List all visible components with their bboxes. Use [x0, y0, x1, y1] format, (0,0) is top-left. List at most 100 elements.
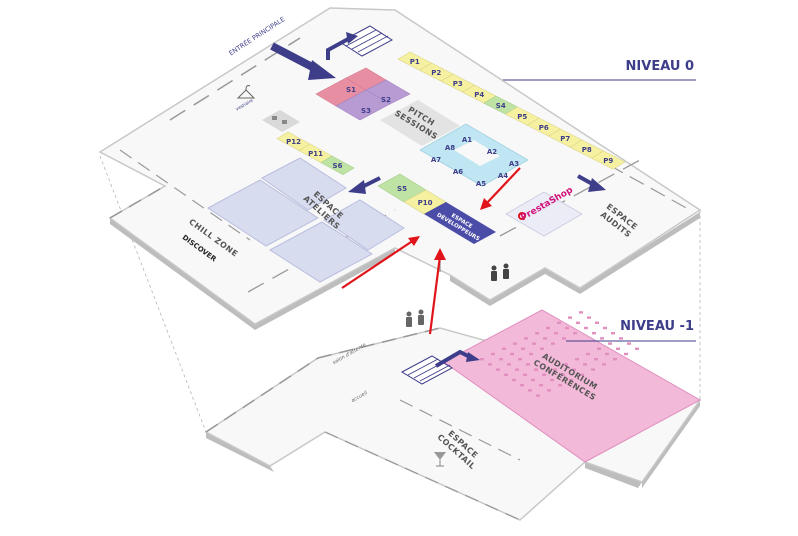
- seat: [594, 358, 598, 361]
- seat: [546, 326, 550, 330]
- seat: [597, 347, 601, 350]
- booth-a1: A1: [462, 136, 472, 144]
- booth-p8: P8: [582, 146, 592, 154]
- red-direction-arrows: [341, 167, 521, 335]
- seat: [513, 342, 517, 345]
- booth-p12: P12: [286, 138, 301, 146]
- seat: [523, 373, 527, 376]
- booth-a6: A6: [453, 168, 463, 176]
- seat: [561, 373, 565, 376]
- seat: [572, 368, 576, 371]
- vestiaire-station: [262, 110, 300, 132]
- seat: [502, 347, 506, 350]
- seat: [488, 363, 492, 366]
- booth-p9: P9: [603, 157, 613, 165]
- seat: [587, 316, 591, 319]
- seat: [515, 368, 519, 371]
- direction-arrows-blue: [348, 174, 606, 194]
- seat: [507, 363, 511, 366]
- seat: [602, 363, 606, 366]
- booth-p6: P6: [539, 124, 549, 132]
- booth-a3: A3: [509, 160, 519, 168]
- seat: [496, 368, 500, 371]
- seat: [568, 316, 572, 319]
- booth-p3: P3: [453, 80, 463, 88]
- seat: [554, 332, 558, 335]
- restroom-lower-icon: [406, 309, 424, 327]
- booth-s5: S5: [397, 185, 407, 193]
- seat: [611, 332, 615, 335]
- seat: [536, 394, 540, 397]
- auditorium-zone: [443, 309, 702, 463]
- booth-a7: A7: [431, 156, 441, 164]
- seat: [562, 337, 566, 340]
- seat: [531, 378, 535, 382]
- seat: [557, 321, 561, 324]
- seat: [616, 347, 620, 350]
- auditorium-seats: [480, 311, 639, 397]
- seat: [543, 337, 547, 340]
- booth-p2: P2: [431, 69, 441, 77]
- booth-p4: P4: [474, 91, 484, 99]
- seat: [584, 326, 588, 330]
- seat: [635, 347, 639, 350]
- seat: [520, 384, 524, 387]
- a-block: A1 A2 A3 A4 A5 A6 A7 A8: [419, 123, 529, 188]
- seat: [579, 311, 583, 314]
- seat: [624, 352, 628, 356]
- sponsor-block: S1 S2 S3: [315, 67, 411, 121]
- entrance-arrow-icon: [270, 42, 336, 80]
- seat: [551, 342, 555, 345]
- restroom-upper-icon: [491, 263, 509, 281]
- booth-bg-9: [590, 150, 626, 170]
- booth-s6: S6: [333, 162, 343, 170]
- seat: [575, 358, 579, 361]
- seat: [583, 363, 587, 366]
- booth-a4: A4: [498, 172, 508, 180]
- seat: [573, 332, 577, 335]
- seat: [512, 378, 516, 382]
- seat: [586, 352, 590, 356]
- seat: [535, 332, 539, 335]
- seat: [613, 358, 617, 361]
- seat: [603, 326, 607, 330]
- seat: [619, 337, 623, 340]
- seat: [569, 378, 573, 382]
- seat: [608, 342, 612, 345]
- projection-lines: [99, 155, 701, 433]
- seat: [592, 332, 596, 335]
- seat: [534, 368, 538, 371]
- workshop-zones: [207, 157, 405, 283]
- seat: [504, 373, 508, 376]
- seat: [521, 347, 525, 350]
- pitch-sessions-zone: [380, 100, 460, 146]
- seat: [564, 363, 568, 366]
- seat: [595, 321, 599, 324]
- level-minus1-label: NIVEAU -1: [620, 319, 694, 334]
- level-title-0: NIVEAU 0: [486, 59, 696, 81]
- stairs-lower-icon: [400, 349, 480, 385]
- seat: [605, 352, 609, 356]
- seat: [591, 368, 595, 371]
- seat: [526, 363, 530, 366]
- booth-a2: A2: [487, 148, 497, 156]
- seat: [524, 337, 528, 340]
- seat: [480, 358, 484, 361]
- booth-s3: S3: [361, 107, 371, 115]
- seat: [539, 384, 543, 387]
- booth-s1: S1: [346, 86, 356, 94]
- booth-a8: A8: [445, 144, 455, 152]
- booth-s2: S2: [381, 96, 391, 104]
- seat: [547, 389, 551, 392]
- booth-p5: P5: [517, 113, 527, 121]
- level-title-minus1: NIVEAU -1: [566, 319, 696, 342]
- hanger-icon: [236, 85, 256, 99]
- booth-bg-2: [320, 155, 355, 175]
- seat: [540, 347, 544, 350]
- seat: [553, 368, 557, 371]
- cocktail-icon: [434, 452, 446, 467]
